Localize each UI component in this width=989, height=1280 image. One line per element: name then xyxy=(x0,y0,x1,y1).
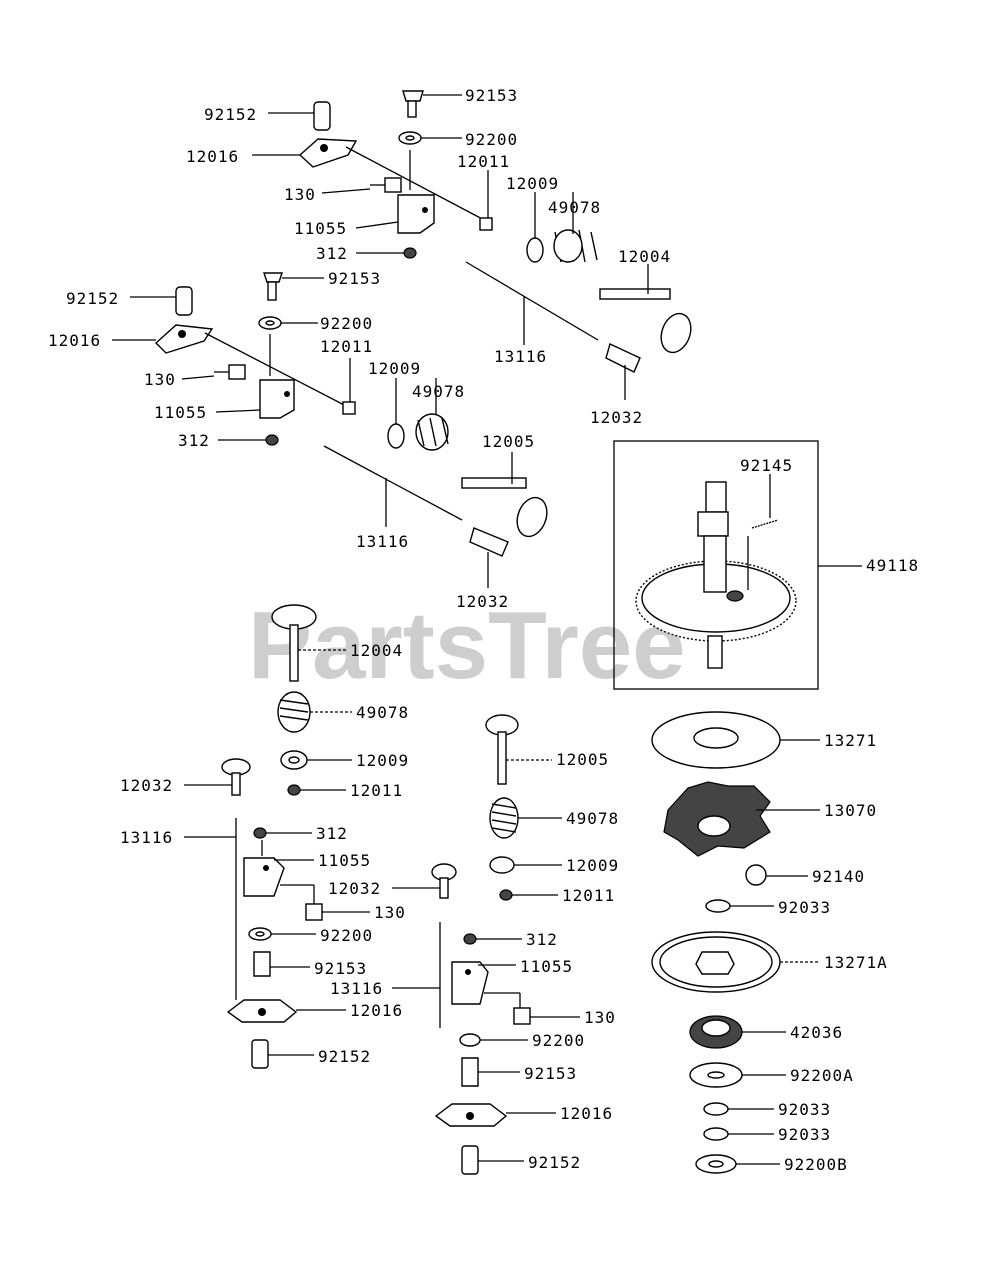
part-label: 49078 xyxy=(412,382,465,401)
part-label: 13070 xyxy=(824,801,877,820)
part-label: 12032 xyxy=(456,592,509,611)
part-label: 13116 xyxy=(330,979,383,998)
part-label: 12005 xyxy=(482,432,535,451)
part-label: 12016 xyxy=(186,147,239,166)
part-label: 12009 xyxy=(566,856,619,875)
part-label: 13116 xyxy=(356,532,409,551)
part-label: 12009 xyxy=(356,751,409,770)
part-label: 312 xyxy=(316,824,348,843)
part-label: 49078 xyxy=(356,703,409,722)
part-label: 13116 xyxy=(494,347,547,366)
part-label: 92200B xyxy=(784,1155,848,1174)
part-label: 13271A xyxy=(824,953,888,972)
part-label: 92200 xyxy=(532,1031,585,1050)
part-label: 92033 xyxy=(778,898,831,917)
part-label: 12016 xyxy=(350,1001,403,1020)
part-label: 130 xyxy=(584,1008,616,1027)
part-label: 92140 xyxy=(812,867,865,886)
part-label: 130 xyxy=(284,185,316,204)
rocker-assembly-upper xyxy=(252,90,692,400)
part-label: 92153 xyxy=(524,1064,577,1083)
part-label: 11055 xyxy=(154,403,207,422)
part-label: 130 xyxy=(374,903,406,922)
part-label: 12005 xyxy=(556,750,609,769)
part-label: 12032 xyxy=(120,776,173,795)
part-label: 92145 xyxy=(740,456,793,475)
part-label: 12032 xyxy=(590,408,643,427)
rocker-assembly-middle xyxy=(112,272,548,588)
part-label: 11055 xyxy=(318,851,371,870)
part-label: 12009 xyxy=(368,359,421,378)
part-label: 92200 xyxy=(320,314,373,333)
part-label: 92200 xyxy=(320,926,373,945)
part-label: 312 xyxy=(526,930,558,949)
part-label: 12011 xyxy=(562,886,615,905)
part-label: 92200A xyxy=(790,1066,854,1085)
valve-exploded-left xyxy=(184,604,370,1069)
part-label: 12032 xyxy=(328,879,381,898)
camshaft-assembly-49118 xyxy=(613,440,862,690)
part-label: 11055 xyxy=(294,219,347,238)
part-label: 312 xyxy=(316,244,348,263)
part-label: 92033 xyxy=(778,1125,831,1144)
part-label: 92153 xyxy=(314,959,367,978)
part-label: 42036 xyxy=(790,1023,843,1042)
governor-stack-right xyxy=(651,711,820,1174)
part-label: 92152 xyxy=(66,289,119,308)
part-label: 92033 xyxy=(778,1100,831,1119)
part-label: 11055 xyxy=(520,957,573,976)
part-number-labels: 92153 92152 92200 12016 12011 12009 130 … xyxy=(48,86,919,1174)
part-label: 92152 xyxy=(528,1153,581,1172)
part-label: 12011 xyxy=(320,337,373,356)
part-label: 12016 xyxy=(560,1104,613,1123)
part-label: 312 xyxy=(178,431,210,450)
part-label: 12004 xyxy=(350,641,403,660)
part-label: 13271 xyxy=(824,731,877,750)
part-label: 12011 xyxy=(457,152,510,171)
watermark: PartsTree xyxy=(248,592,686,699)
part-label: 92152 xyxy=(204,105,257,124)
part-label: 13116 xyxy=(120,828,173,847)
part-label: 49078 xyxy=(566,809,619,828)
part-label: 49078 xyxy=(548,198,601,217)
part-label: 49118 xyxy=(866,556,919,575)
valve-exploded-middle xyxy=(392,714,580,1175)
part-label: 92153 xyxy=(465,86,518,105)
part-label: 12011 xyxy=(350,781,403,800)
part-label: 92152 xyxy=(318,1047,371,1066)
part-label: 92153 xyxy=(328,269,381,288)
part-label: 12016 xyxy=(48,331,101,350)
part-label: 12004 xyxy=(618,247,671,266)
part-label: 130 xyxy=(144,370,176,389)
part-label: 92200 xyxy=(465,130,518,149)
part-label: 12009 xyxy=(506,174,559,193)
